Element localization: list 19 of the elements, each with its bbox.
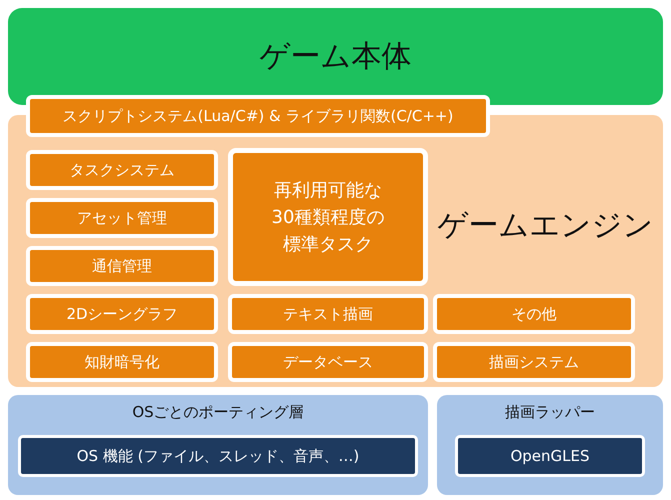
layer-panel xyxy=(8,395,428,495)
module-box: その他 xyxy=(433,294,635,334)
module-box: OS 機能 (ファイル、スレッド、音声、…) xyxy=(18,435,418,477)
module-box: アセット管理 xyxy=(26,198,218,238)
layer-title: ゲームエンジン xyxy=(436,207,654,245)
module-box: 2Dシーングラフ xyxy=(26,294,218,334)
layer-title: 描画ラッパー xyxy=(504,403,596,422)
layer-title: OSごとのポーティング層 xyxy=(131,403,305,422)
module-box: 通信管理 xyxy=(26,246,218,286)
module-box: 再利用可能な30種類程度の標準タスク xyxy=(228,148,428,286)
module-box: データベース xyxy=(228,342,428,382)
module-box: OpenGLES xyxy=(455,435,645,477)
layer-panel: ゲーム本体 xyxy=(8,8,663,105)
module-box: タスクシステム xyxy=(26,150,218,190)
module-box: 知財暗号化 xyxy=(26,342,218,382)
module-box: 描画システム xyxy=(433,342,635,382)
module-box: テキスト描画 xyxy=(228,294,428,334)
module-box: スクリプトシステム(Lua/C#) & ライブラリ関数(C/C++) xyxy=(26,95,490,137)
layer-panel xyxy=(437,395,663,495)
